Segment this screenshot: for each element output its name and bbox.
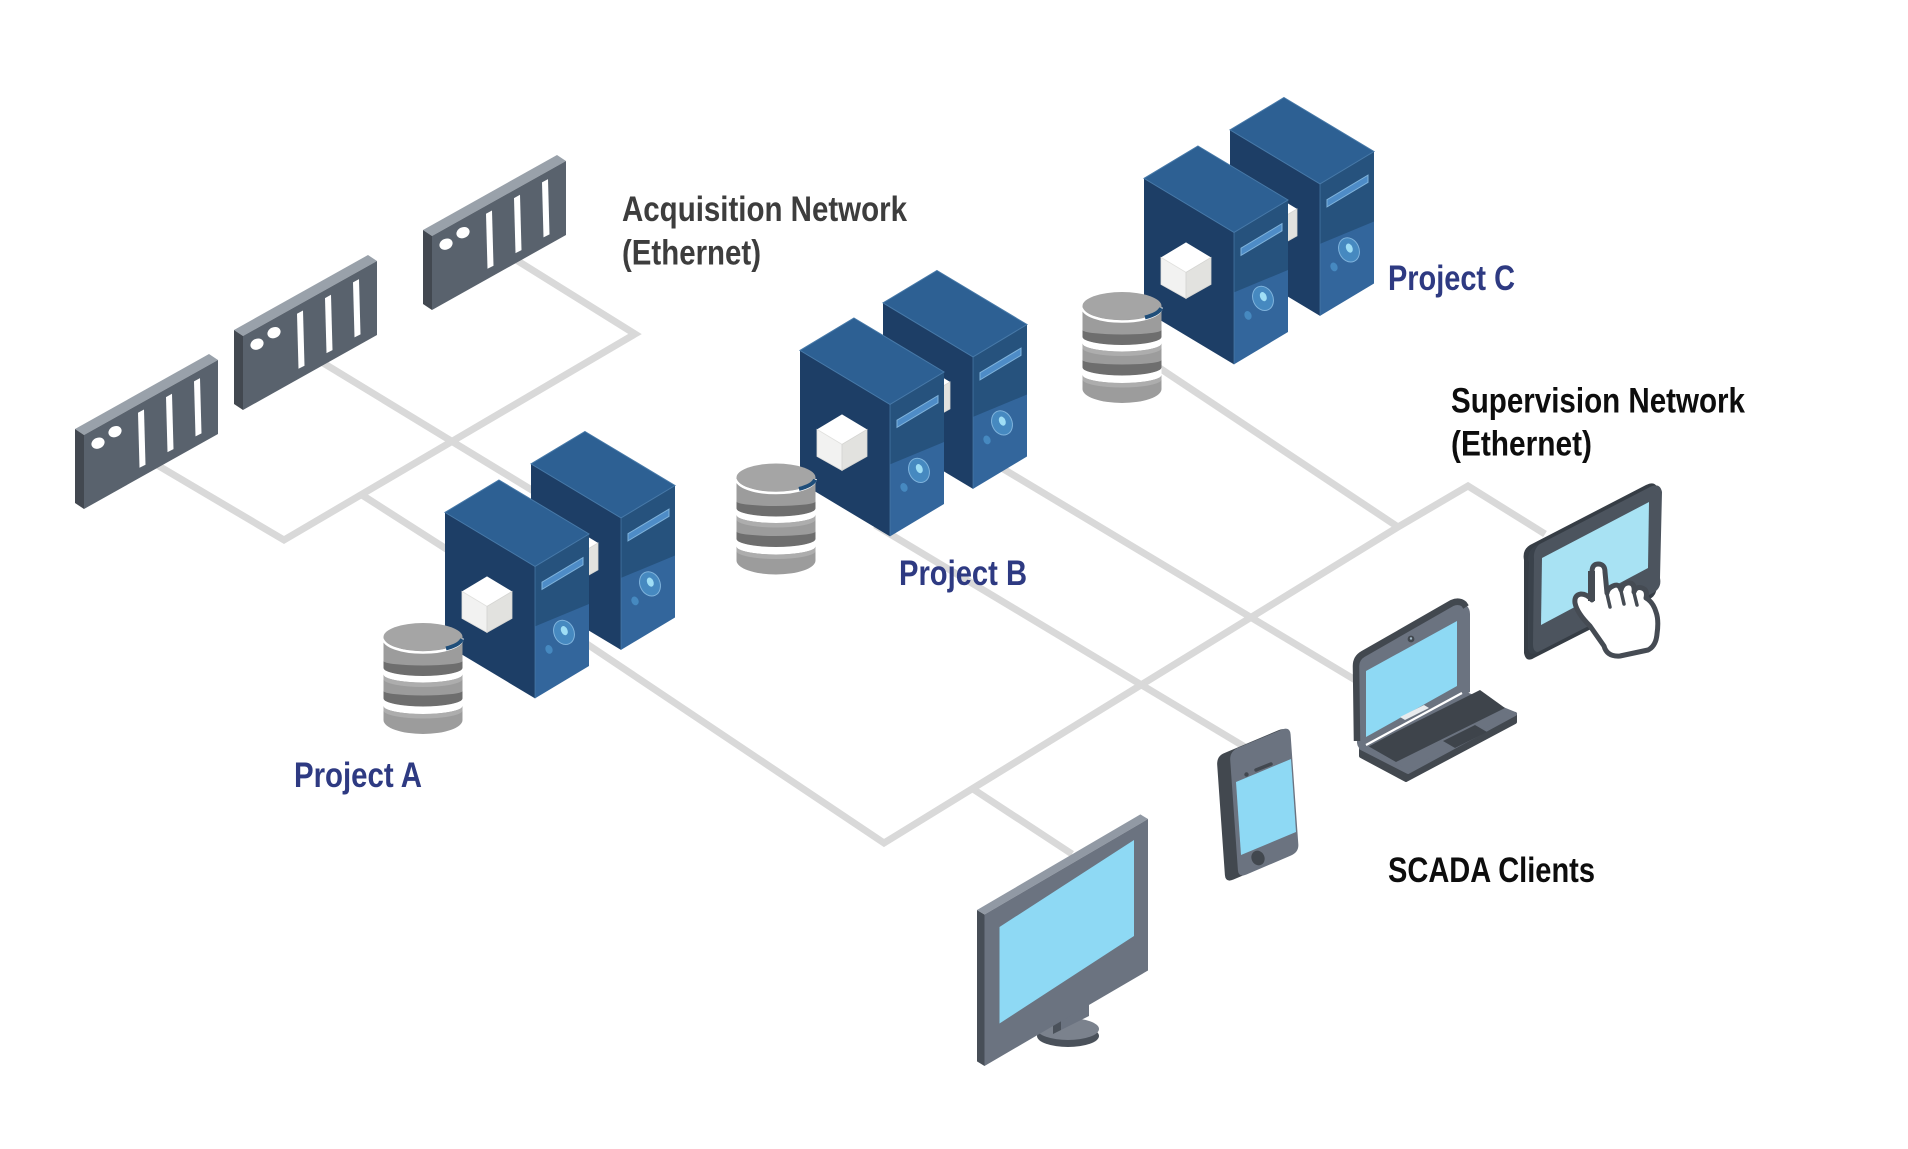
svg-text:Supervision Network: Supervision Network <box>1451 382 1745 421</box>
svg-text:SCADA Clients: SCADA Clients <box>1388 851 1595 890</box>
svg-text:Project C: Project C <box>1388 259 1515 298</box>
svg-text:(Ethernet): (Ethernet) <box>1451 425 1592 464</box>
svg-text:Acquisition Network: Acquisition Network <box>622 190 907 229</box>
svg-text:Project A: Project A <box>294 756 422 795</box>
svg-text:(Ethernet): (Ethernet) <box>622 234 761 273</box>
svg-text:Project B: Project B <box>899 554 1027 593</box>
